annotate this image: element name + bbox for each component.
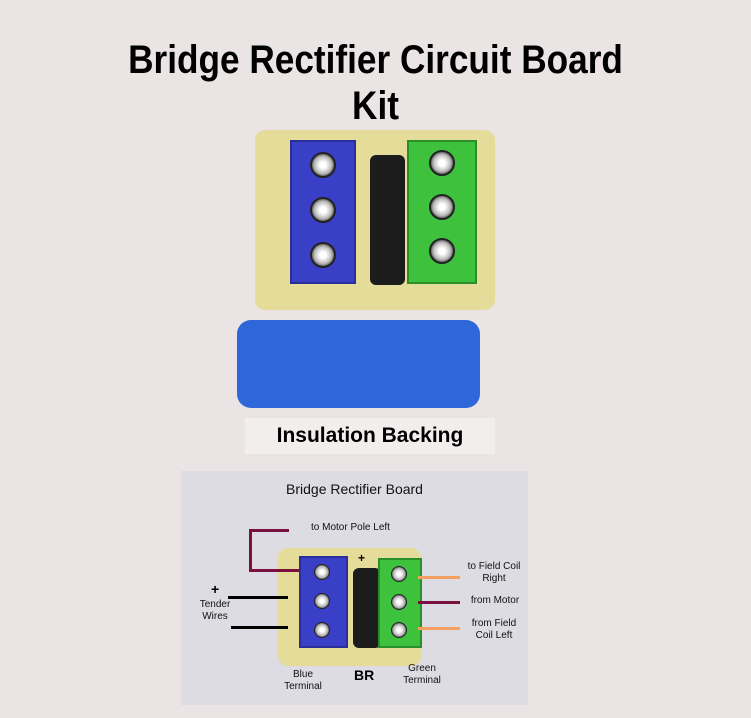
label-field-coil-right: to Field Coil Right xyxy=(467,561,521,584)
label-motor-pole-left: to Motor Pole Left xyxy=(311,522,390,533)
insulation-label-box xyxy=(245,418,495,454)
label-blue-terminal: Blue Terminal xyxy=(284,669,322,692)
label-green-terminal: Green Terminal xyxy=(403,663,441,686)
label-br: BR xyxy=(354,667,375,683)
title-line-2: Kit xyxy=(352,84,399,128)
wiring-diagram: Bridge Rectifier Board to Motor Pole Lef… xyxy=(181,471,528,705)
insulation-backing-photo xyxy=(237,320,480,408)
board-photo xyxy=(255,130,495,310)
tender-plus: + xyxy=(211,581,220,597)
label-tender-wires: Tender Wires xyxy=(199,599,231,622)
title-line-1: Bridge Rectifier Circuit Board xyxy=(128,38,623,82)
insulation-label: Insulation Backing xyxy=(276,424,464,447)
label-from-motor: from Motor xyxy=(470,595,520,606)
plus-sign: + xyxy=(358,551,366,565)
diagram-title: Bridge Rectifier Board xyxy=(286,481,423,497)
label-field-coil-left: from Field Coil Left xyxy=(471,618,517,641)
